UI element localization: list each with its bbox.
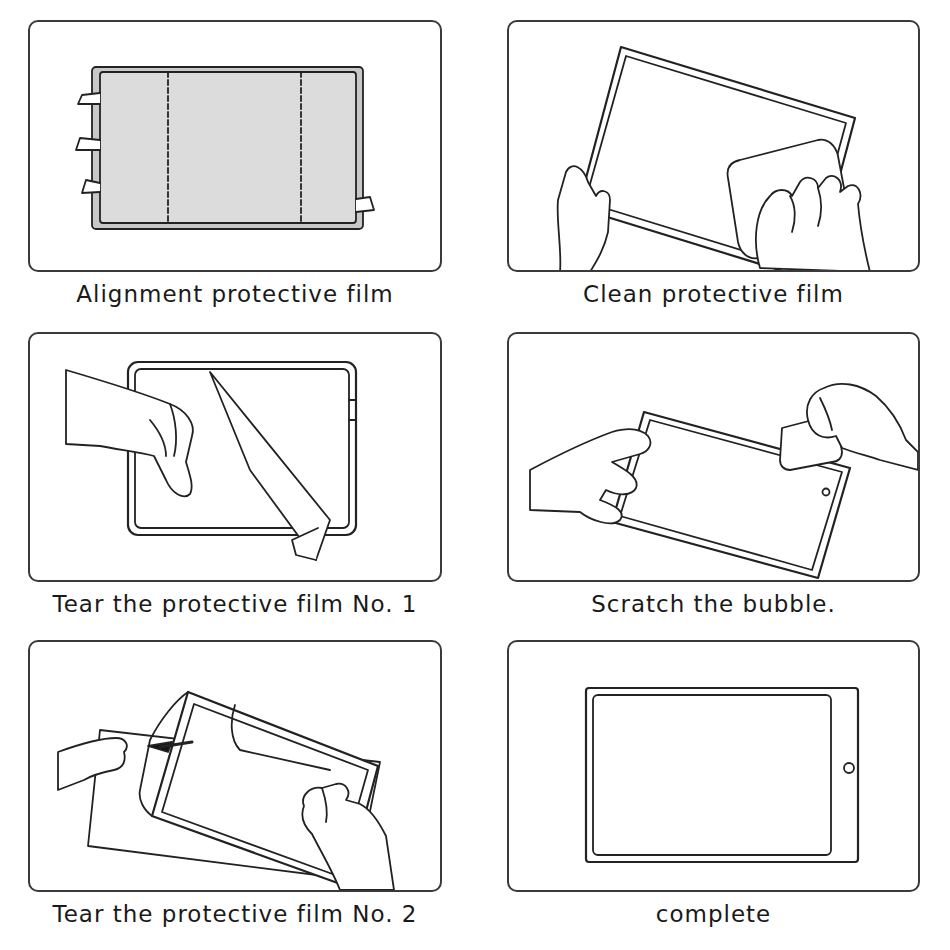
step-caption: Scratch the bubble. [589, 590, 838, 618]
alignment-figure [76, 67, 374, 229]
step-panel: Tear the protective film No. 2 [28, 640, 442, 892]
peel-film-two-figure [58, 692, 394, 890]
step-caption: Tear the protective film No. 1 [51, 590, 420, 618]
step-panel: complete [507, 640, 920, 892]
finished-tablet-figure [586, 688, 858, 862]
peel-film-one-figure [66, 362, 356, 560]
step-caption: Clean protective film [581, 280, 846, 308]
step-caption: complete [654, 900, 773, 928]
step-caption: Tear the protective film No. 2 [51, 900, 420, 928]
step-caption: Alignment protective film [74, 280, 395, 308]
step-panel: Alignment protective film [28, 20, 442, 272]
cleaning-figure [558, 47, 870, 270]
squeegee-figure [530, 384, 918, 578]
step-panel: Tear the protective film No. 1 [28, 332, 442, 582]
step-panel: Clean protective film [507, 20, 920, 272]
step-panel: Scratch the bubble. [507, 332, 920, 582]
